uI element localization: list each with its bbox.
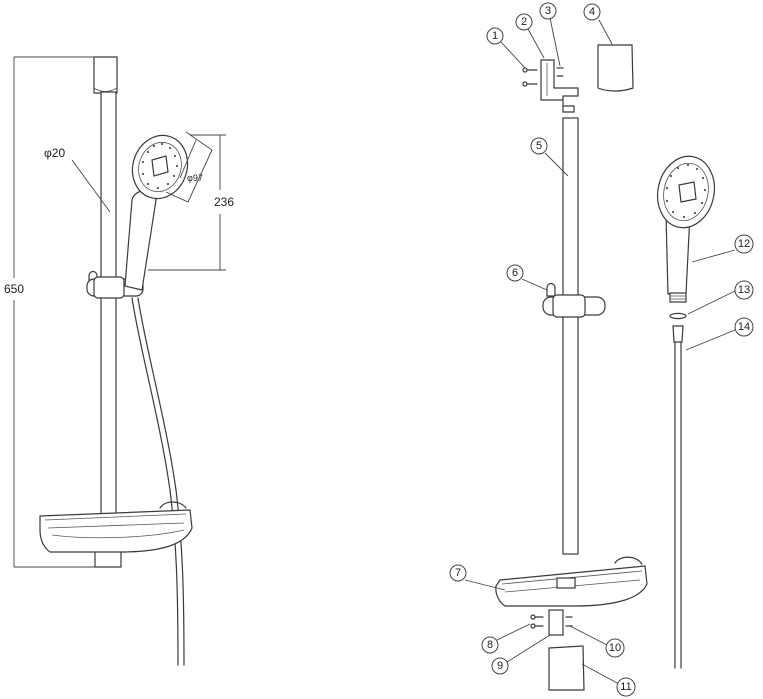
bottom-cover-part bbox=[548, 645, 585, 691]
exploded-slide-rail bbox=[562, 117, 579, 555]
svg-text:11: 11 bbox=[620, 681, 631, 693]
assembled-view: φ20 φ97 236 650 bbox=[4, 56, 234, 666]
head-height-dim bbox=[148, 134, 226, 271]
shower-hose bbox=[131, 297, 179, 666]
svg-text:8: 8 bbox=[487, 639, 493, 651]
exploded-hose bbox=[672, 325, 684, 669]
bottom-fixings bbox=[530, 609, 573, 636]
callout-2: 2 bbox=[515, 13, 533, 31]
callouts: 1 2 3 4 5 6 7 8 9 10 11 12 13 14 bbox=[449, 2, 754, 697]
slide-rail bbox=[100, 91, 117, 566]
washer-part bbox=[669, 312, 687, 320]
exploded-spray-nozzles bbox=[665, 163, 707, 219]
callout-4: 4 bbox=[583, 3, 601, 21]
hand-shower bbox=[124, 134, 189, 291]
svg-text:14: 14 bbox=[738, 321, 750, 333]
callout-5: 5 bbox=[530, 137, 548, 155]
svg-text:10: 10 bbox=[609, 642, 621, 654]
callout-1: 1 bbox=[486, 27, 504, 45]
svg-text:9: 9 bbox=[497, 660, 503, 672]
total-height-label: 650 bbox=[4, 282, 24, 296]
callout-12: 12 bbox=[734, 234, 754, 254]
callout-11: 11 bbox=[616, 677, 636, 697]
soap-basket bbox=[39, 501, 193, 553]
spray-nozzles bbox=[141, 142, 179, 190]
callout-leaders bbox=[464, 17, 736, 685]
head-diameter-label: φ97 bbox=[187, 173, 203, 183]
head-diameter-dim bbox=[165, 131, 213, 203]
screws-set-1 bbox=[522, 67, 538, 87]
callout-8: 8 bbox=[481, 636, 499, 654]
callout-13: 13 bbox=[734, 280, 754, 300]
callout-7: 7 bbox=[449, 564, 467, 582]
exploded-soap-basket bbox=[495, 556, 648, 607]
callout-3: 3 bbox=[539, 2, 557, 20]
top-cover-part bbox=[597, 44, 634, 92]
top-bracket-part bbox=[540, 59, 579, 113]
top-wall-bracket bbox=[93, 56, 118, 94]
svg-text:4: 4 bbox=[589, 6, 595, 18]
bottom-bracket-part bbox=[548, 609, 564, 636]
svg-text:7: 7 bbox=[455, 567, 461, 579]
exploded-view: 1 2 3 4 5 6 7 8 9 10 11 12 13 14 bbox=[449, 2, 754, 697]
rail-diameter-label: φ20 bbox=[44, 146, 65, 160]
callout-10: 10 bbox=[605, 638, 625, 658]
svg-text:12: 12 bbox=[738, 238, 750, 250]
svg-text:6: 6 bbox=[512, 267, 518, 279]
exploded-slider bbox=[542, 282, 606, 318]
exploded-hand-shower bbox=[657, 155, 715, 303]
svg-text:13: 13 bbox=[738, 284, 750, 296]
rail-diameter-leader bbox=[71, 159, 111, 213]
callout-9: 9 bbox=[491, 657, 509, 675]
svg-text:2: 2 bbox=[521, 16, 527, 28]
svg-text:1: 1 bbox=[492, 30, 498, 42]
svg-text:5: 5 bbox=[536, 140, 542, 152]
total-height-dim bbox=[13, 56, 95, 568]
head-height-label: 236 bbox=[214, 195, 234, 209]
callout-6: 6 bbox=[506, 264, 524, 282]
svg-text:3: 3 bbox=[545, 5, 551, 17]
callout-14: 14 bbox=[734, 317, 754, 337]
